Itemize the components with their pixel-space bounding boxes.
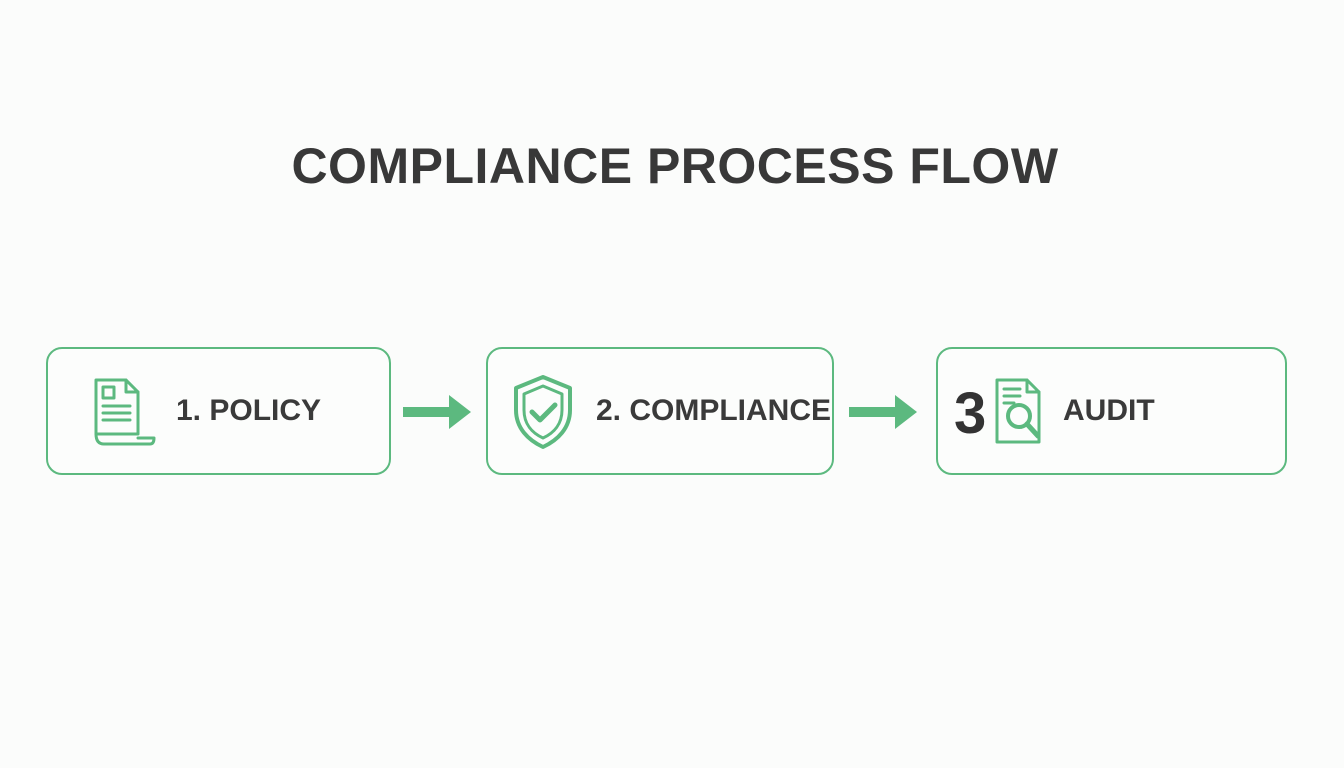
step-compliance: 2. COMPLIANCE	[486, 347, 834, 475]
shield-check-icon	[514, 375, 572, 449]
step-label-policy: 1. POLICY	[176, 394, 322, 427]
step-label-compliance: 2. COMPLIANCE	[596, 394, 832, 427]
audit-search-document-icon	[995, 378, 1041, 444]
page-title: COMPLIANCE PROCESS FLOW	[291, 138, 1059, 194]
arrow-right-icon	[849, 395, 917, 429]
step-policy: 1. POLICY	[46, 347, 391, 475]
policy-document-icon	[94, 378, 156, 446]
step-audit: 3 AUDIT	[936, 347, 1287, 475]
step-label-audit: AUDIT	[1063, 394, 1155, 427]
step-number-audit: 3	[954, 381, 987, 446]
arrow-right-icon	[403, 395, 471, 429]
